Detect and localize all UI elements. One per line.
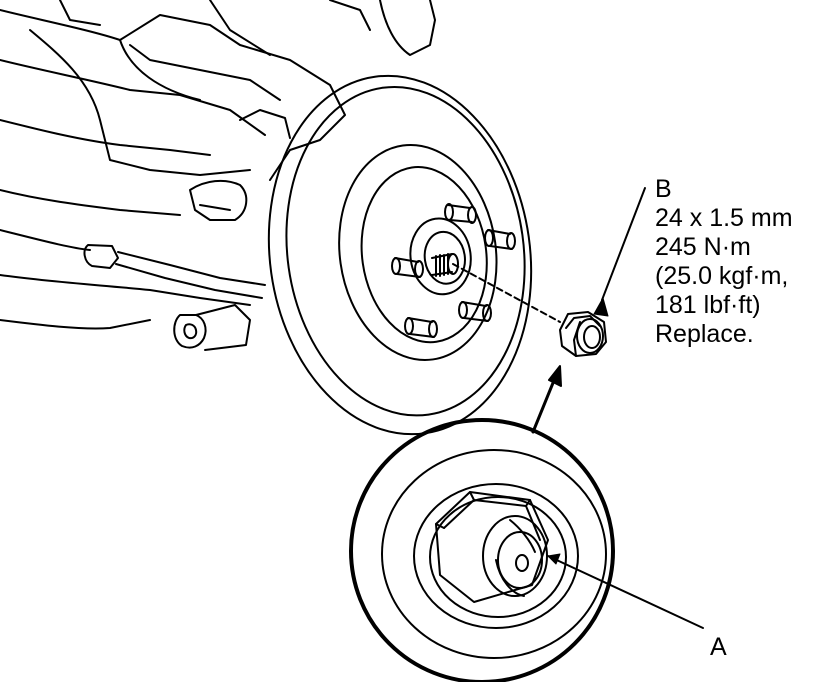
callout-b-torque-nm: 245 N·m (655, 233, 751, 261)
callout-b: B 24 x 1.5 mm 245 N·m (25.0 kgf·m, 181 l… (655, 175, 793, 349)
callout-b-letter: B (655, 175, 672, 203)
leader-line-b (601, 187, 646, 301)
leader-line-a (547, 555, 704, 629)
wheel-studs (391, 203, 516, 338)
detail-magnifier (349, 418, 615, 682)
callout-b-size: 24 x 1.5 mm (655, 204, 793, 232)
hub-nut-b (559, 311, 607, 357)
suspension-background (0, 0, 436, 351)
hub-spindle (431, 253, 561, 323)
callout-b-torque-lbfft: 181 lbf·ft) (655, 291, 761, 319)
callout-b-torque-kgfm: (25.0 kgf·m, (655, 262, 789, 290)
callout-a-letter: A (710, 633, 727, 661)
brake-disc (267, 74, 533, 436)
callout-b-replace: Replace. (655, 320, 754, 348)
detail-arrow (531, 365, 562, 434)
